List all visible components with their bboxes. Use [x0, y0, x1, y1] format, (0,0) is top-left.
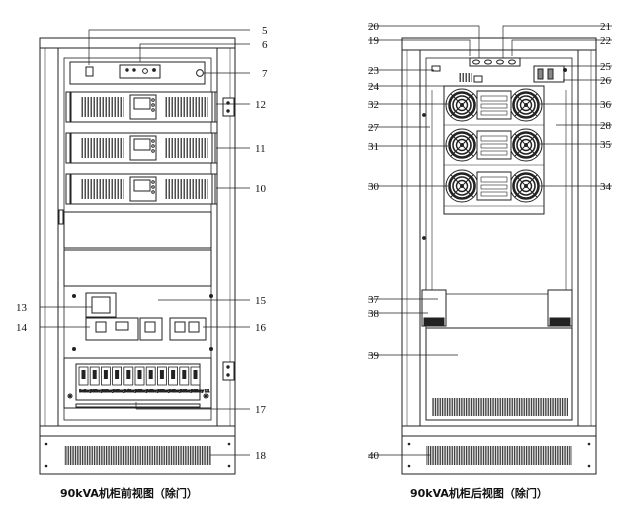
callout-22: 22	[600, 35, 611, 47]
callout-31: 31	[368, 141, 379, 153]
blank-panel-lower	[63, 249, 212, 287]
panel-indicator	[196, 69, 204, 77]
callout-30: 30	[368, 181, 380, 193]
callout-40: 40	[368, 450, 380, 462]
callout-37: 37	[368, 294, 380, 306]
module-rear-panel	[476, 171, 512, 201]
callout-10: 10	[255, 183, 267, 195]
rear-left-post	[401, 49, 421, 427]
front-callouts: 5 6 7 12 11 10 13 15 14 16 17 18	[16, 25, 268, 462]
callout-6: 6	[262, 39, 268, 51]
rear-leaders	[368, 25, 612, 456]
callout-35: 35	[600, 139, 612, 151]
battery-switch-label: Battery 1	[79, 389, 95, 393]
callout-11: 11	[255, 143, 266, 155]
callout-27: 27	[368, 122, 380, 134]
battery-switch: Battery 5	[123, 366, 140, 394]
battery-switch-label: Battery 9	[169, 389, 185, 393]
rear-right-post	[577, 49, 597, 427]
front-plinth-grille	[64, 446, 211, 465]
cooling-fan-icon	[509, 169, 543, 203]
callout-17: 17	[255, 404, 267, 416]
front-leaders	[40, 29, 250, 456]
front-base-rail	[39, 425, 236, 437]
battery-switch-label: Battery 4	[113, 389, 129, 393]
cooling-fan-icon	[445, 169, 479, 203]
callout-32: 32	[368, 99, 379, 111]
battery-switch: Battery 1	[78, 366, 96, 394]
callout-7: 7	[262, 68, 268, 80]
callout-24: 24	[368, 81, 380, 93]
callout-23: 23	[368, 65, 380, 77]
power-module-middle	[65, 132, 218, 164]
callout-19: 19	[368, 35, 380, 47]
callout-5: 5	[262, 25, 268, 37]
blank-panel-upper	[63, 211, 212, 249]
rear-cabinet	[401, 37, 597, 475]
battery-switch: Battery 8	[156, 366, 174, 394]
rear-lower-vent	[432, 398, 568, 416]
cooling-fan-icon	[509, 128, 543, 162]
callout-36: 36	[600, 99, 612, 111]
rear-plinth-grille	[426, 446, 572, 465]
battery-switch-label: Battery 8	[158, 389, 174, 393]
power-module-bottom	[65, 173, 218, 205]
battery-switch-label: Battery 2	[91, 389, 107, 393]
battery-switch: Battery 10	[179, 366, 199, 394]
callout-18: 18	[255, 450, 267, 462]
battery-switch: Battery 6	[134, 366, 152, 394]
callout-28: 28	[600, 120, 612, 132]
battery-switch-label: Battery 3	[102, 389, 118, 393]
callout-21: 21	[600, 21, 611, 33]
callout-20: 20	[368, 21, 380, 33]
callout-34: 34	[600, 181, 612, 193]
callout-38: 38	[368, 308, 380, 320]
breaker-area	[72, 292, 213, 351]
rear-caption: 90kVA机柜后视图（除门）	[410, 486, 548, 500]
battery-switch-label: Battery 7	[147, 389, 163, 393]
battery-switch-label: Battery 10	[180, 389, 198, 393]
front-caption: 90kVA机柜前视图（除门）	[60, 486, 198, 500]
module-rear-panel	[476, 130, 512, 160]
cooling-fan-icon	[445, 128, 479, 162]
callout-15: 15	[255, 295, 267, 307]
callout-16: 16	[255, 322, 267, 334]
rear-lower-bay	[425, 327, 573, 421]
callout-12: 12	[255, 99, 266, 111]
callout-25: 25	[600, 61, 612, 73]
battery-switch-label: Battery 11	[191, 389, 209, 393]
callout-14: 14	[16, 322, 28, 334]
panel-switch	[85, 66, 94, 77]
battery-switch: Battery 7	[145, 366, 163, 394]
front-left-post	[39, 47, 59, 427]
cooling-fan-icon	[509, 88, 543, 122]
front-top-cap	[39, 37, 236, 49]
battery-switch: Battery 4	[112, 366, 129, 394]
battery-switch-label: Battery 6	[135, 389, 151, 393]
module-rear-panel	[476, 90, 512, 120]
callout-26: 26	[600, 75, 612, 87]
rear-callouts: 20 21 19 22 23 25 24 26 32 36 27 28 31 3…	[368, 21, 612, 462]
power-module-top	[65, 91, 218, 123]
display-bar	[119, 64, 161, 79]
battery-switch: Battery 9	[168, 366, 185, 394]
rear-mount-frame	[421, 289, 573, 327]
callout-13: 13	[16, 302, 28, 314]
cooling-fan-icon	[445, 88, 479, 122]
battery-switch: Battery 11	[190, 366, 210, 394]
rear-top-terminals	[431, 57, 567, 83]
battery-switch-label: Battery 5	[124, 389, 140, 393]
callout-39: 39	[368, 350, 380, 362]
battery-switch: Battery 3	[101, 366, 118, 394]
battery-switch: Battery 2	[89, 366, 107, 394]
